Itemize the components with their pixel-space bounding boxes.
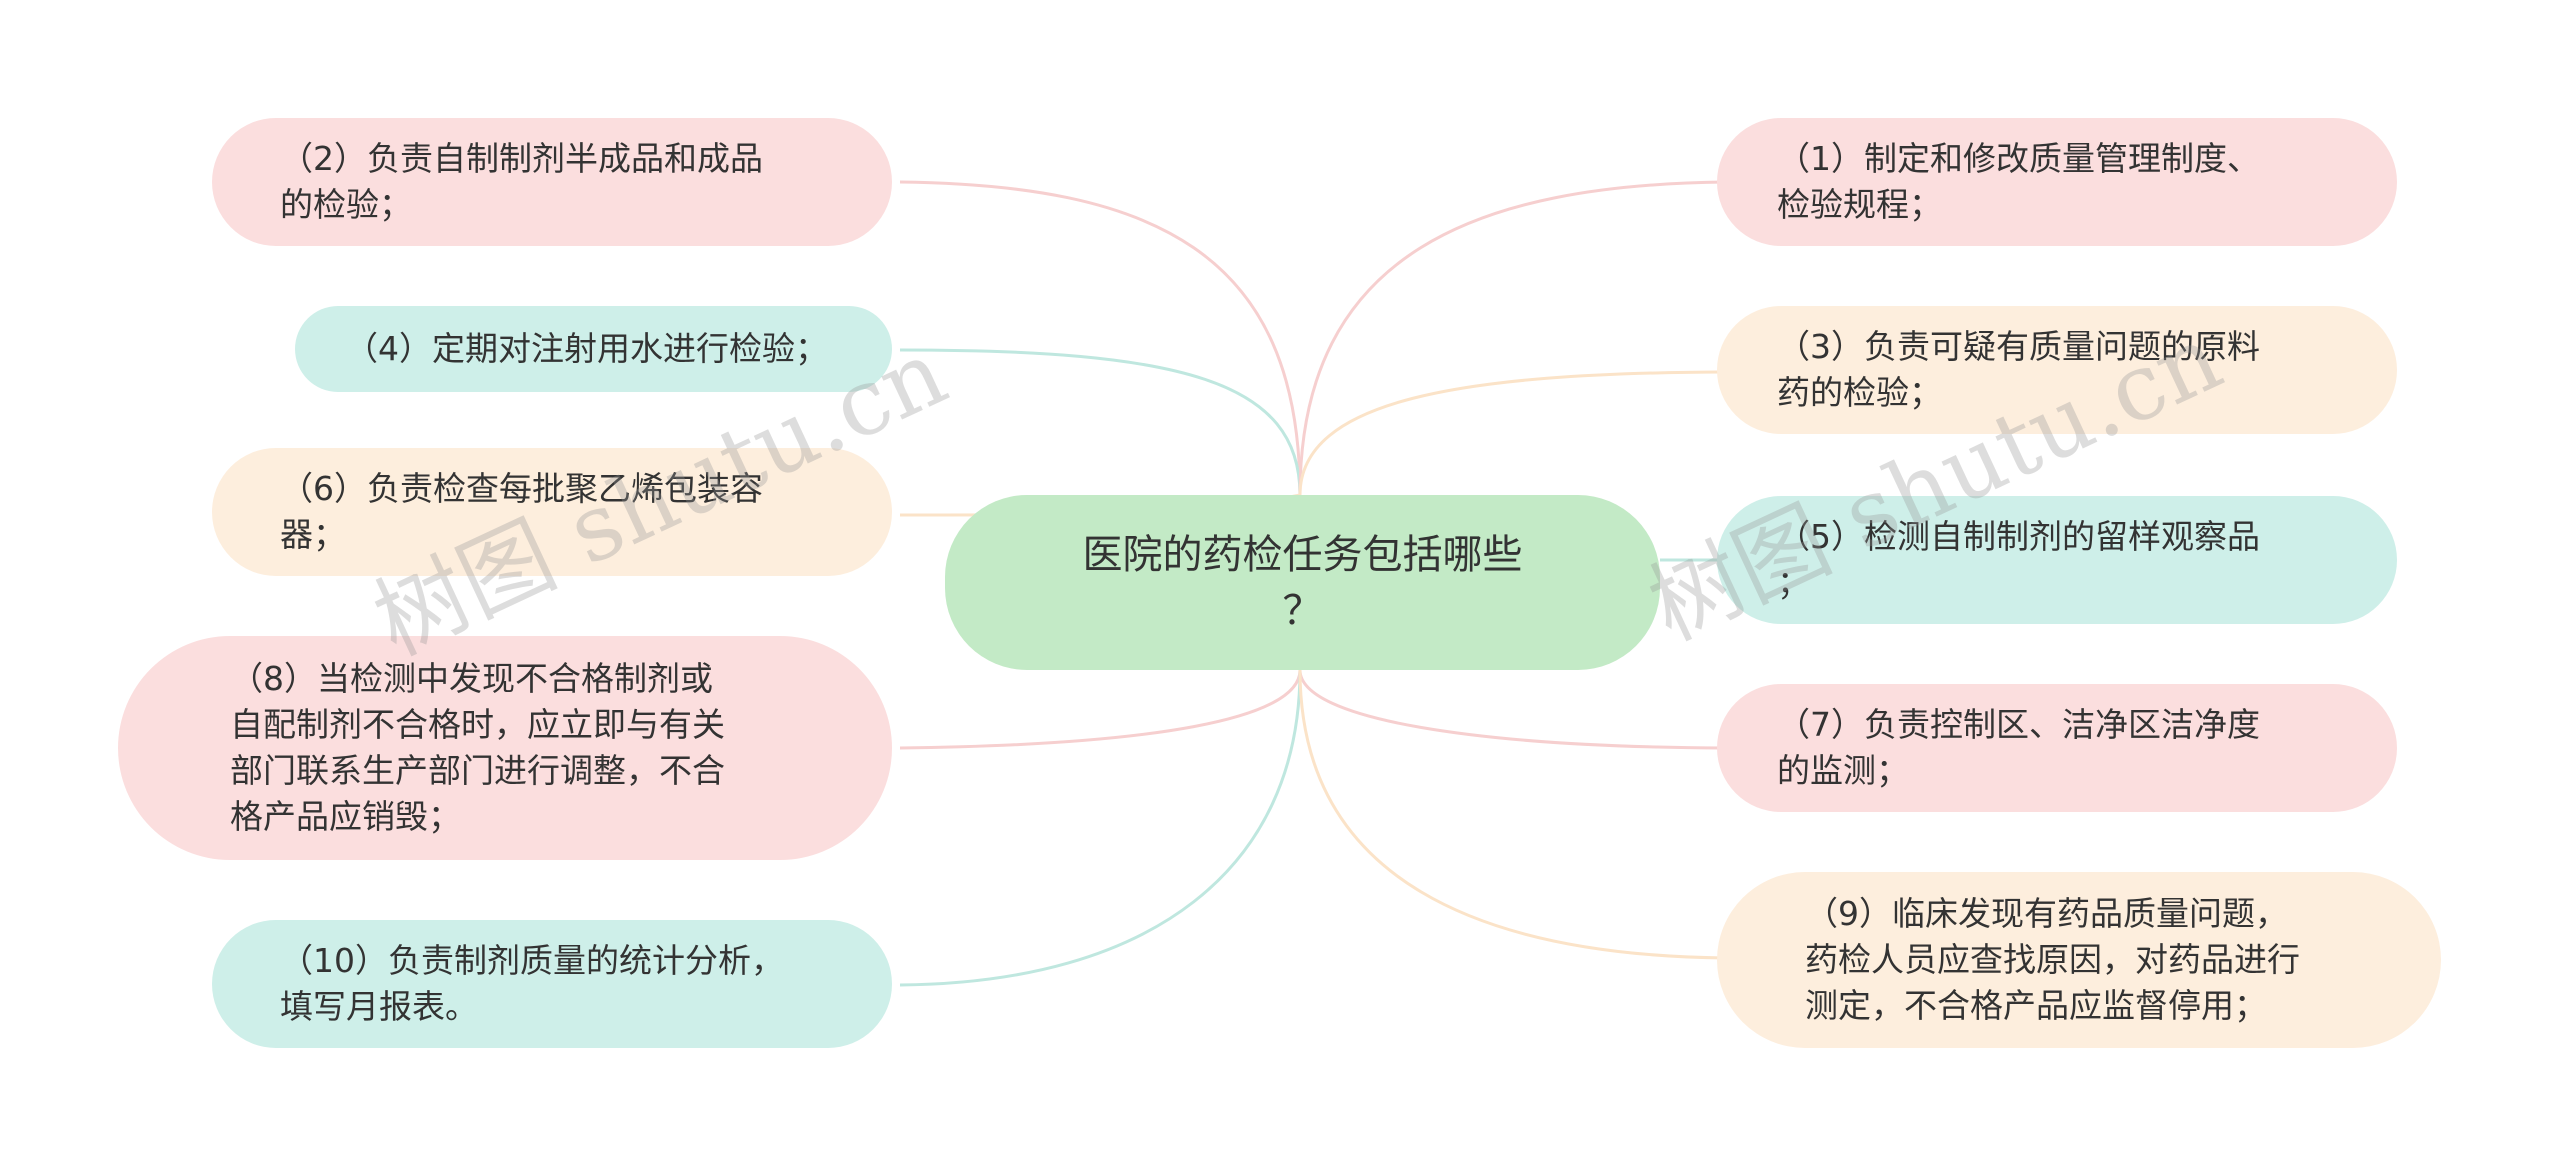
topic-1-text: （1）制定和修改质量管理制度、 检验规程； [1777, 139, 2260, 224]
topic-7[interactable]: （7）负责控制区、洁净区洁净度 的监测； [1717, 684, 2397, 812]
topic-7-text: （7）负责控制区、洁净区洁净度 的监测； [1777, 705, 2260, 790]
topic-5[interactable]: （5）检测自制制剂的留样观察品 ； [1717, 496, 2397, 624]
topic-8[interactable]: （8）当检测中发现不合格制剂或 自配制剂不合格时，应立即与有关 部门联系生产部门… [118, 636, 892, 860]
connector-n1 [1298, 180, 1726, 496]
topic-9-text: （9）临床发现有药品质量问题， 药检人员应查找原因，对药品进行 测定，不合格产品… [1805, 894, 2300, 1025]
connector-n9 [1298, 669, 1726, 960]
topic-5-text: （5）检测自制制剂的留样观察品 ； [1777, 517, 2260, 602]
central-topic-text: 医院的药检任务包括哪些 ？ [1082, 531, 1523, 634]
topic-2-text: （2）负责自制制剂半成品和成品 的检验； [280, 139, 763, 224]
topic-9[interactable]: （9）临床发现有药品质量问题， 药检人员应查找原因，对药品进行 测定，不合格产品… [1717, 872, 2441, 1048]
connector-n7 [1298, 669, 1726, 750]
topic-3[interactable]: （3）负责可疑有质量问题的原料 药的检验； [1717, 306, 2397, 434]
topic-6[interactable]: （6）负责检查每批聚乙烯包装容 器； [212, 448, 892, 576]
connector-n2 [899, 180, 1302, 496]
central-topic[interactable]: 医院的药检任务包括哪些 ？ [945, 495, 1660, 670]
topic-1[interactable]: （1）制定和修改质量管理制度、 检验规程； [1717, 118, 2397, 246]
topic-6-text: （6）负责检查每批聚乙烯包装容 器； [280, 469, 763, 554]
connector-n3 [1298, 370, 1726, 496]
connector-n8 [899, 669, 1302, 750]
connector-n10 [899, 669, 1302, 987]
connector-n4 [899, 348, 1302, 496]
topic-2[interactable]: （2）负责自制制剂半成品和成品 的检验； [212, 118, 892, 246]
topic-4[interactable]: （4）定期对注射用水进行检验； [295, 306, 892, 392]
topic-10[interactable]: （10）负责制剂质量的统计分析， 填写月报表。 [212, 920, 892, 1048]
topic-3-text: （3）负责可疑有质量问题的原料 药的检验； [1777, 327, 2260, 412]
topic-4-text: （4）定期对注射用水进行检验； [345, 329, 828, 368]
topic-8-text: （8）当检测中发现不合格制剂或 自配制剂不合格时，应立即与有关 部门联系生产部门… [230, 659, 725, 836]
topic-10-text: （10）负责制剂质量的统计分析， 填写月报表。 [280, 941, 784, 1026]
